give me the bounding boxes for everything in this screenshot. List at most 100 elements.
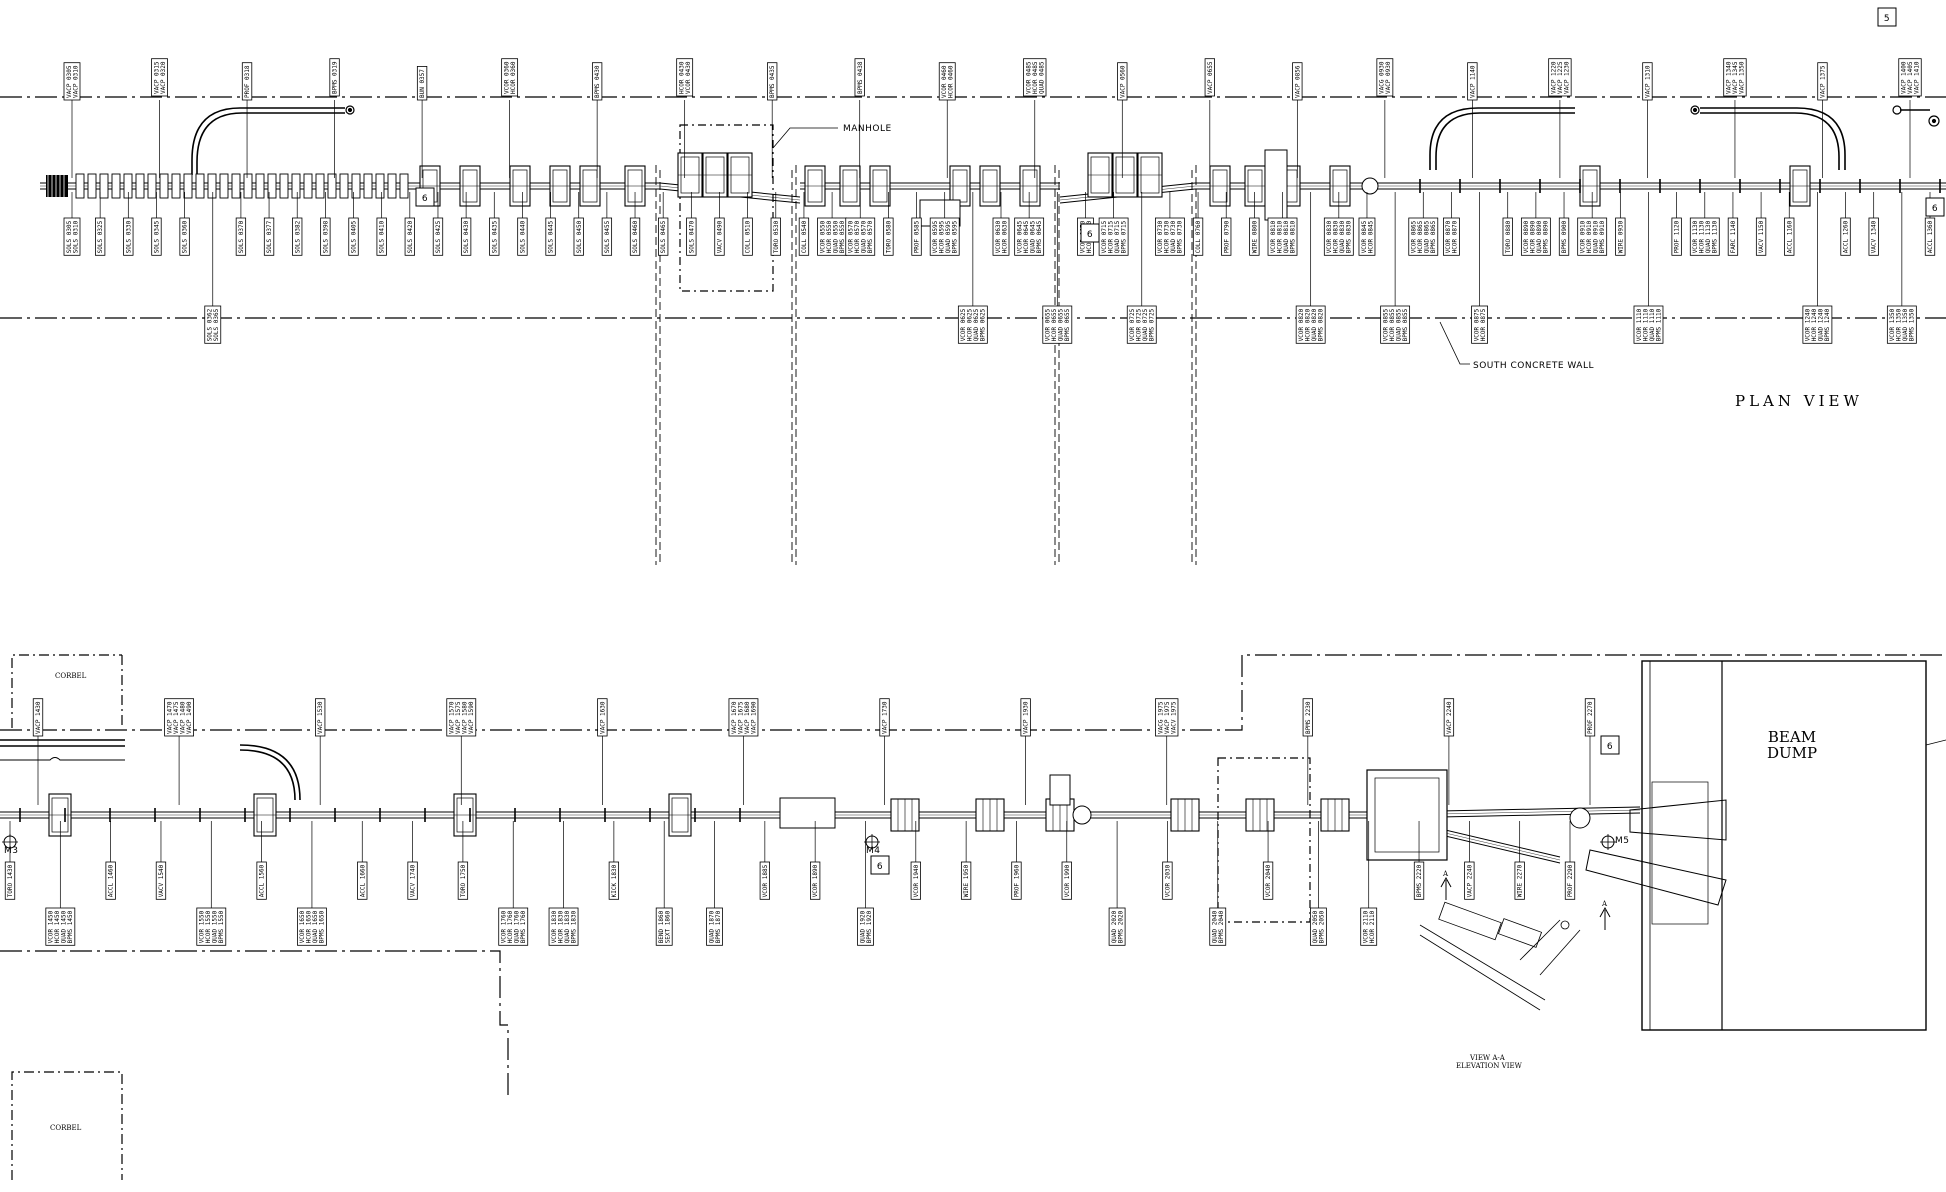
- device-label: COLL 0540: [798, 217, 810, 256]
- label-box: [910, 861, 921, 900]
- device-id: BPMS 1550: [218, 910, 225, 943]
- label-box: [1408, 217, 1439, 256]
- device-label: BPMS 0438: [854, 58, 865, 97]
- solenoid: [207, 173, 217, 199]
- device-id: KICK 1830: [611, 864, 618, 897]
- device-id: TORO 1430: [7, 864, 14, 897]
- device-id: TORO 0880: [1505, 220, 1512, 253]
- device-label: PROF 0585: [911, 217, 922, 256]
- label-box: [329, 58, 340, 97]
- label-box: [1471, 305, 1488, 344]
- device-label: BUN 0357: [416, 66, 428, 101]
- device-id: VACV 0490: [717, 220, 724, 253]
- device-id: BPMS 1110: [1655, 308, 1662, 341]
- device-id: COLL 0540: [801, 220, 808, 253]
- device-id: SOLS 0360: [182, 220, 189, 253]
- label-box: [1868, 217, 1879, 256]
- label-box: [1011, 861, 1022, 900]
- label-box: [501, 58, 519, 97]
- quadrupole-magnet: [509, 165, 531, 207]
- device-id: QUAD 0910: [1592, 220, 1599, 253]
- device-id: VACP 1345: [1732, 61, 1739, 94]
- device-label: SOLS 0445: [545, 217, 556, 256]
- device-id: BPMS 1920: [866, 910, 873, 943]
- device-label: VCOR 2030: [1162, 861, 1173, 900]
- callout-number: 6: [422, 194, 428, 204]
- device-id: VCOR 1940: [913, 864, 920, 897]
- label-box: [151, 217, 162, 256]
- device-id: VCOR 0460: [941, 65, 948, 98]
- device-id: VACP 1490: [186, 701, 193, 734]
- device-id: HCOR 1450: [54, 910, 61, 943]
- label-box: [315, 698, 326, 737]
- device-label: SOLS 0370: [235, 217, 247, 256]
- device-id: BPMS 2050: [1319, 910, 1326, 943]
- device-label: BPMS 0430: [591, 62, 603, 101]
- corbel-upper-label: CORBEL: [55, 672, 87, 680]
- device-id: SOLS 0362: [207, 308, 214, 341]
- label-box: [1126, 305, 1157, 344]
- beam-dump-label-2: DUMP: [1767, 744, 1817, 762]
- device-id: VACP 1680: [744, 701, 751, 734]
- label-box: [591, 62, 603, 101]
- device-id: VCOR 0655: [1045, 308, 1052, 341]
- device-id: SOLS 0330: [125, 220, 132, 253]
- device-id: HCOR 0810: [1276, 220, 1283, 253]
- device-label: TORO 0580: [883, 217, 894, 256]
- device-id: TORO 0530: [773, 220, 780, 253]
- solenoid: [135, 173, 145, 199]
- device-label: COLL 0510: [742, 217, 753, 256]
- quadrupole-magnet: [1789, 165, 1811, 207]
- label-box: [446, 698, 477, 737]
- device-id: TORO 0580: [885, 220, 892, 253]
- label-box: [432, 217, 444, 256]
- quadrupole-magnet: [839, 165, 861, 207]
- device-id: VACG 1975: [1157, 701, 1164, 734]
- device-id: HCOR 0485: [1032, 61, 1039, 94]
- device-id: VACP 1670: [731, 701, 738, 734]
- device-id: QUAD 1920: [859, 910, 866, 943]
- quadrupole-magnet: [1329, 165, 1351, 207]
- device-id: SOLS 0420: [407, 220, 414, 253]
- device-label: SOLS 0410: [376, 217, 387, 256]
- device-label: PROF 0318: [241, 62, 253, 101]
- north-wall-lower: [0, 654, 1946, 731]
- label-box: [1209, 907, 1227, 946]
- label-box: [1262, 861, 1274, 900]
- label-box: [1249, 217, 1260, 256]
- label-box: [357, 861, 368, 900]
- device-id: VACP 0320: [160, 61, 167, 94]
- quadrupole-magnet: [702, 152, 728, 198]
- device-id: SOLS 0425: [435, 220, 442, 253]
- device-id: ACCL 1360: [1927, 220, 1934, 253]
- quadrupole-magnet: [453, 793, 477, 837]
- beam-dump-outer: [1641, 660, 1927, 1031]
- label-box: [498, 907, 529, 946]
- device-label: SOLS 0345: [151, 217, 162, 256]
- device-id: VACP 1310: [1644, 65, 1651, 98]
- label-box: [1413, 861, 1425, 900]
- label-box: [123, 217, 134, 256]
- device-id: BPMS 0435: [769, 65, 776, 98]
- device-id: VCOR 2110: [1363, 910, 1370, 943]
- label-box: [1886, 305, 1917, 344]
- label-box: [1323, 217, 1354, 256]
- device-id: VCOR 0845: [1361, 220, 1368, 253]
- device-label: WIRE 0930: [1615, 217, 1626, 256]
- device-id: SOLS 0440: [519, 220, 526, 253]
- device-id: HCOR 0830: [1333, 220, 1340, 253]
- label-box: [597, 698, 608, 737]
- device-id: SOLS 0410: [379, 220, 386, 253]
- label-box: [992, 217, 1010, 256]
- device-id: VCOR 0570: [848, 220, 855, 253]
